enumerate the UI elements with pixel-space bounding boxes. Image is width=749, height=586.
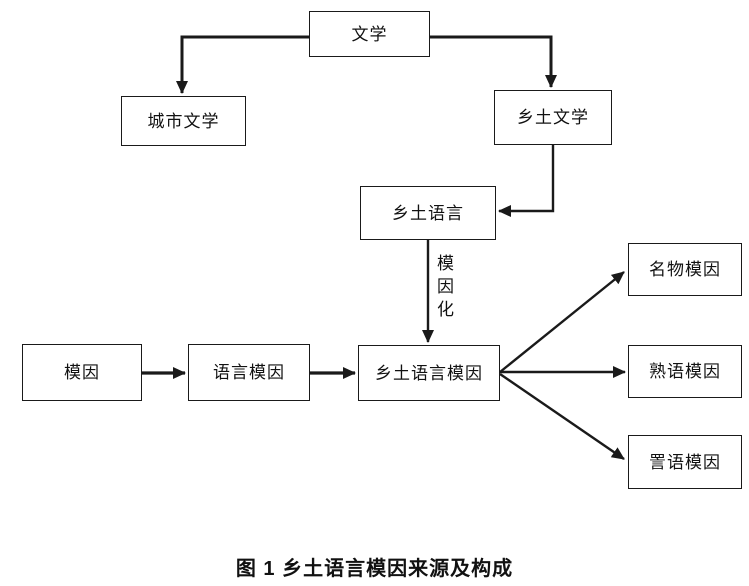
node-urban-literature: 城市文学 — [121, 96, 246, 146]
arrow-to-liyu-meme — [499, 373, 625, 460]
node-mingwu-meme: 名物模因 — [628, 243, 742, 296]
arrow-to-mingwu-meme — [499, 271, 625, 373]
node-native-language: 乡土语言 — [360, 186, 496, 240]
edge-label-memeticization: 模因化 — [437, 254, 454, 319]
arrow-literature-to-urban-literature — [176, 35, 309, 94]
node-liyu-meme: 詈语模因 — [628, 435, 742, 489]
arrow-literature-to-native-literature — [430, 35, 557, 88]
node-native-language-meme: 乡土语言模因 — [358, 345, 500, 401]
node-language-meme: 语言模因 — [188, 344, 310, 401]
figure-caption: 图 1 乡土语言模因来源及构成 — [235, 558, 514, 580]
node-meme: 模因 — [22, 344, 142, 401]
arrow-native-literature-to-native-language — [498, 145, 555, 217]
node-shuyu-meme: 熟语模因 — [628, 345, 742, 398]
node-literature: 文学 — [309, 11, 430, 57]
node-native-literature: 乡土文学 — [494, 90, 612, 145]
